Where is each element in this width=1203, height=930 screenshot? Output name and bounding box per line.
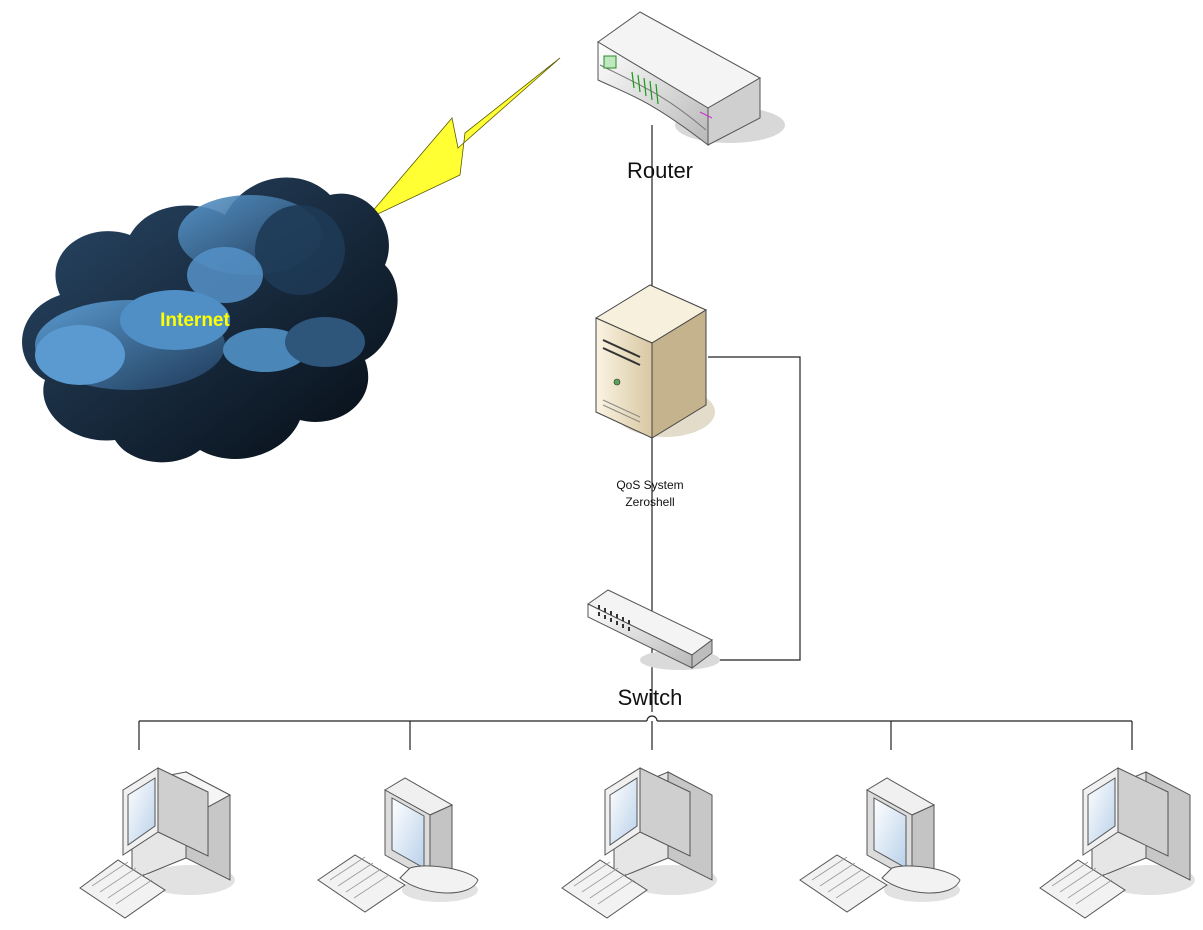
client-pc-3-icon [561,767,717,919]
client-pc-5-icon [1039,767,1195,919]
client-pc-2-icon [317,777,479,913]
switch-label: Switch [617,685,683,710]
client-pc-4-icon [799,777,961,913]
client-pc-1-icon [79,767,235,919]
internet-label: Internet [160,310,230,331]
internet-cloud-icon [22,177,398,463]
router-icon [597,11,785,147]
router-label: Router [626,158,694,183]
lan-backbone-hop [646,715,658,722]
server-icon [594,284,715,439]
qos-system-label-line2: Zeroshell [625,495,675,509]
lightning-bolt-icon [364,57,561,221]
switch-icon [587,589,720,670]
qos-system-label: QoS System Zeroshell [560,477,740,511]
server-to-switch-line [708,356,801,661]
qos-system-label-line1: QoS System [616,478,684,492]
